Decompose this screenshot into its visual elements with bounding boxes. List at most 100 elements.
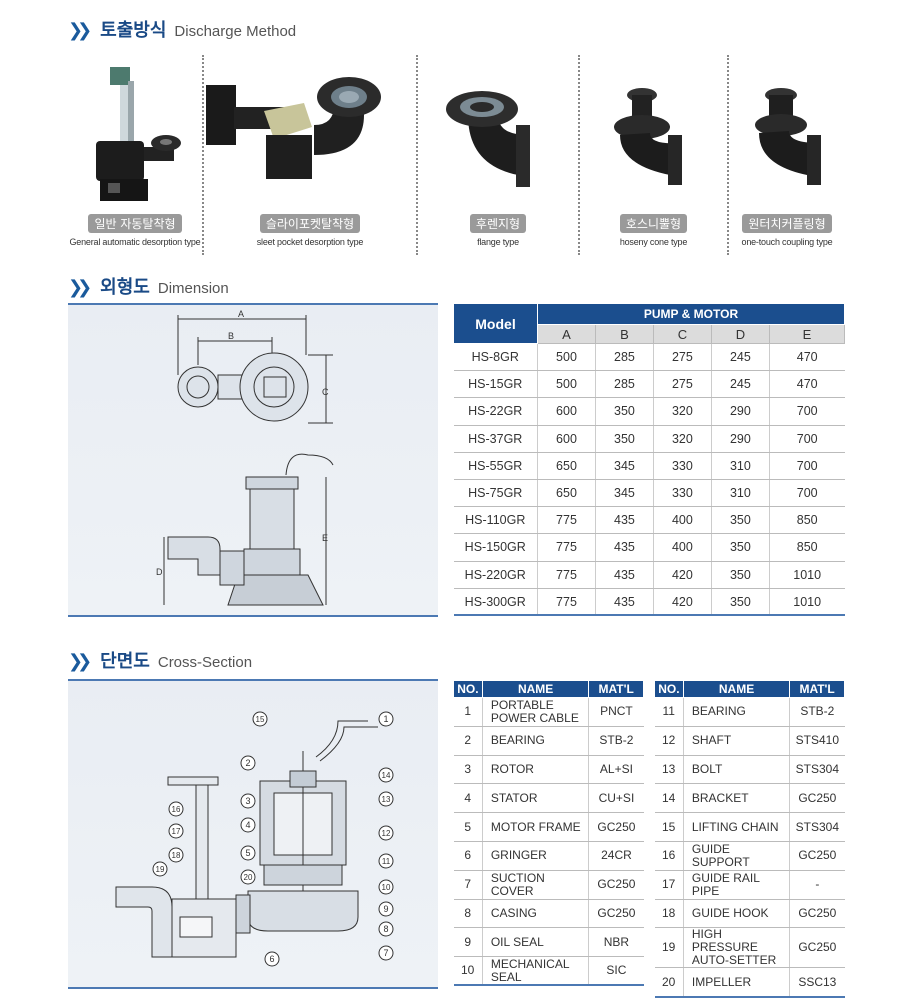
model-header: Model [453,303,538,344]
method-label-en: one-touch coupling type [741,237,833,247]
dimension-cell: 700 [768,425,845,453]
dim-label-d: D [156,567,163,577]
material-cell: GC250 [789,841,845,871]
callout-14: 14 [378,767,394,783]
callout-number: 18 [172,851,181,860]
dimension-cell: 500 [537,343,596,372]
callout-number: 1 [383,714,388,724]
dimension-cell: 345 [594,452,654,480]
material-cell: STB-2 [789,697,845,727]
dimension-cell: 435 [594,533,654,562]
method-card: 후렌지형 flange type [416,55,578,255]
dimension-cell: 775 [537,561,596,589]
dimension-cell: 350 [710,533,770,562]
material-cell: STS304 [789,812,845,842]
model-cell: HS-22GR [453,397,538,426]
material-cell: GC250 [789,927,845,969]
method-label-en: hoseny cone type [619,237,688,247]
method-label-en: General automatic desorption type [69,237,201,247]
callout-4: 4 [240,817,256,833]
method-card: 원터치커플링형 one-touch coupling type [727,55,845,255]
callout-17: 17 [168,823,184,839]
part-name-cell: SUCTION COVER [481,870,589,900]
cross-section-heading: ❯❯ 단면도 Cross-Section [68,651,253,672]
callout-number: 10 [382,883,391,892]
dimension-cell: 1010 [768,588,845,617]
part-number-cell: 7 [453,870,483,900]
dimension-cell: 350 [710,588,770,617]
method-card: 호스니뿔형 hoseny cone type [578,55,727,255]
part-name-cell: STATOR [481,783,589,814]
callout-8: 8 [378,921,394,937]
callout-16: 16 [168,801,184,817]
part-number-cell: 16 [654,841,684,871]
callout-19: 19 [152,861,168,877]
dimension-cell: 500 [537,370,596,399]
callout-13: 13 [378,791,394,807]
dimension-cell: 310 [710,479,770,508]
callout-5: 5 [240,845,256,861]
part-name-cell: MOTOR FRAME [481,812,589,842]
dimension-cell: 320 [652,397,712,426]
double-chevron-icon: ❯❯ [68,277,92,298]
part-number-cell: 2 [453,726,483,756]
part-name-cell: GUIDE RAIL PIPE [682,870,790,900]
part-number-cell: 1 [453,697,483,727]
discharge-methods: 일반 자동탈착형 General automatic desorption ty… [68,55,845,255]
discharge-heading: ❯❯ 토출방식 Discharge Method [68,20,297,41]
part-name-cell: OIL SEAL [481,927,589,958]
dimension-cell: 350 [594,425,654,453]
flange-pump-icon [418,55,578,207]
part-name-cell: PORTABLE POWER CABLE [481,697,589,727]
method-label-en: flange type [477,237,519,247]
dimension-cell: 420 [652,588,712,617]
model-cell: HS-110GR [453,506,538,535]
dimension-drawing: A B C D E [68,303,438,617]
callout-number: 20 [244,873,253,882]
column-header: C [652,324,712,344]
part-number-cell: 5 [453,812,483,842]
dimension-cell: 290 [710,397,770,426]
callout-number: 16 [172,805,181,814]
callout-10: 10 [378,879,394,895]
model-cell: HS-220GR [453,561,538,589]
part-number-cell: 19 [654,927,684,969]
part-number-cell: 17 [654,870,684,900]
part-name-cell: ROTOR [481,755,589,785]
dim-label-c: C [322,387,329,397]
dimension-cell: 1010 [768,561,845,589]
material-header: MAT'L [789,680,845,698]
callout-number: 2 [245,758,250,768]
part-name-cell: MECHANICAL SEAL [481,956,589,987]
double-chevron-icon: ❯❯ [68,20,92,41]
dimension-cell: 350 [710,561,770,589]
method-label-ko: 원터치커플링형 [742,214,832,233]
callout-15: 15 [252,711,268,727]
dimension-cell: 850 [768,506,845,535]
model-cell: HS-75GR [453,479,538,508]
material-cell: CU+SI [588,783,644,814]
dimension-cell: 700 [768,397,845,426]
material-cell: NBR [588,927,644,958]
model-cell: HS-150GR [453,533,538,562]
dimension-cell: 400 [652,506,712,535]
column-header: E [768,324,846,344]
part-name-cell: BEARING [481,726,589,756]
dimension-cell: 290 [710,425,770,453]
method-card: 슬라이포켓탈착형 sleet pocket desorption type [202,55,416,255]
part-number-cell: 8 [453,899,483,929]
model-cell: HS-15GR [453,370,538,399]
